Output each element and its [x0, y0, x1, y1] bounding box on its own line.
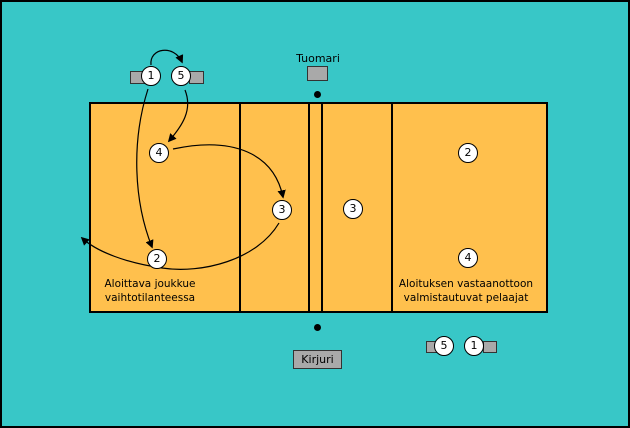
player-circle-1-sub-zone-bottom: 1: [464, 336, 484, 356]
left-court-note: Aloittava joukkue vaihtotilanteessa: [90, 277, 210, 305]
player-circle-4-left-court: 4: [149, 143, 169, 163]
player-circle-3-left-court: 3: [272, 200, 292, 220]
attack-line-left: [239, 102, 241, 313]
referee-label: Tuomari: [296, 52, 340, 65]
player-circle-1-sub-zone-top: 1: [141, 66, 161, 86]
player-circle-4-right-court: 4: [458, 248, 478, 268]
scorer-label: Kirjuri: [301, 353, 334, 366]
center-line-left: [308, 102, 310, 313]
center-line-right: [321, 102, 323, 313]
right-court-note: Aloituksen vastaanottoon valmistautuvat …: [389, 277, 543, 305]
bench-marker-bottom-right: [483, 341, 497, 353]
player-circle-5-sub-zone-bottom: 5: [434, 336, 454, 356]
player-circle-2-right-court: 2: [458, 143, 478, 163]
scorer-table: Kirjuri: [293, 350, 342, 369]
attack-line-right: [391, 102, 393, 313]
right-court-note-line1: Aloituksen vastaanottoon: [398, 278, 534, 290]
left-court-note-line1: Aloittava joukkue: [104, 278, 196, 290]
bench-marker-top-right: [189, 71, 204, 84]
net-post-dot-top: [314, 91, 321, 98]
player-circle-3-right-court: 3: [343, 199, 363, 219]
net-post-dot-bottom: [314, 324, 321, 331]
volleyball-court: [89, 102, 548, 313]
left-court-note-line2: vaihtotilanteessa: [104, 292, 196, 304]
player-circle-5-sub-zone-top: 5: [171, 66, 191, 86]
referee-stand: [307, 66, 328, 81]
arrow-swap-1-5: [150, 49, 184, 66]
player-circle-2-left-court: 2: [147, 249, 167, 269]
right-court-note-line2: valmistautuvat pelaajat: [403, 292, 529, 304]
